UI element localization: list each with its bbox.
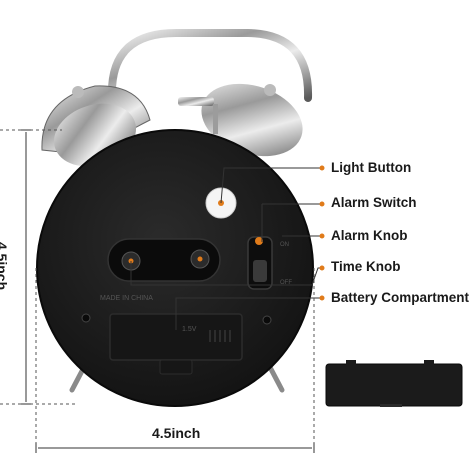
bell-hammer bbox=[178, 97, 214, 106]
carry-handle bbox=[107, 28, 313, 102]
callout-alarm-switch: Alarm Switch bbox=[331, 195, 417, 210]
leader-light-button bbox=[220, 167, 320, 204]
knob-recess bbox=[107, 238, 221, 282]
leader-battery bbox=[175, 297, 322, 330]
alarm-knob[interactable] bbox=[255, 237, 263, 245]
width-dimension-label: 4.5inch bbox=[152, 425, 201, 441]
engraving-on: ON bbox=[280, 242, 289, 248]
callout-light-button: Light Button bbox=[331, 160, 412, 175]
engraving-made-in: MADE IN CHINA bbox=[100, 295, 153, 302]
height-dimension-label: 4.5inch bbox=[0, 241, 10, 291]
callout-battery-compartment: Battery Compartment bbox=[331, 290, 470, 305]
callout-alarm-knob: Alarm Knob bbox=[331, 228, 408, 243]
right-bell bbox=[201, 83, 303, 157]
screw bbox=[81, 313, 91, 323]
callout-time-knob: Time Knob bbox=[331, 259, 401, 274]
screw bbox=[262, 315, 272, 325]
leader-time-knob bbox=[130, 261, 322, 286]
battery-cover-inset bbox=[325, 360, 463, 407]
engraving-battery: 1.5V bbox=[182, 326, 197, 333]
engraving-off: OFF bbox=[280, 280, 292, 286]
